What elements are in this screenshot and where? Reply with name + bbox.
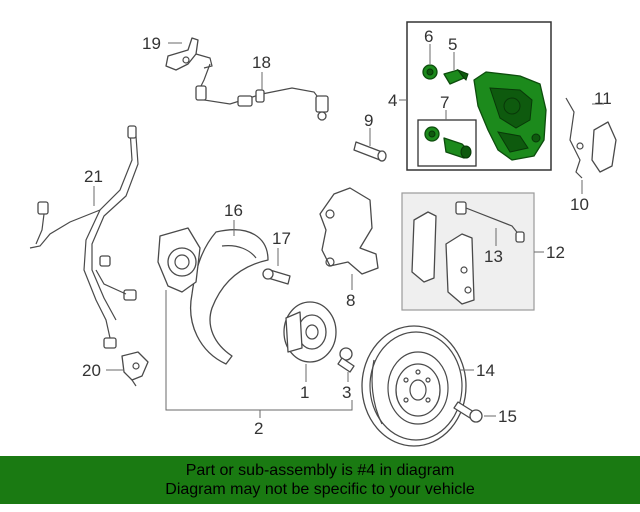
callout-4: 4 — [388, 91, 397, 110]
part-19-bracket[interactable] — [165, 37, 213, 71]
part-14-brake-rotor[interactable] — [361, 325, 467, 447]
part-18-brake-hose[interactable] — [195, 63, 329, 121]
part-7-seal-kit[interactable] — [424, 126, 472, 159]
part-11-pad-clip[interactable] — [565, 97, 617, 179]
callout-20: 20 — [82, 361, 101, 380]
callout-3: 3 — [342, 383, 351, 402]
callout-13: 13 — [484, 247, 503, 266]
callout-10: 10 — [570, 195, 589, 214]
part-7-box — [417, 119, 477, 167]
part-1-wheel-hub[interactable] — [283, 301, 337, 363]
part-6-bleeder-cap[interactable] — [422, 64, 438, 80]
callout-14: 14 — [476, 361, 495, 380]
callout-17: 17 — [272, 229, 291, 248]
banner-line-1: Part or sub-assembly is #4 in diagram — [185, 462, 455, 479]
callout-11: 11 — [594, 89, 612, 108]
callout-21: 21 — [84, 167, 103, 186]
callout-16: 16 — [224, 201, 243, 220]
callout-18: 18 — [252, 53, 271, 72]
callout-2: 2 — [254, 419, 263, 438]
part-3-hub-bolt[interactable] — [337, 347, 355, 373]
part-15-rotor-screw[interactable] — [453, 401, 483, 423]
part-9-guide-pin[interactable] — [353, 141, 387, 162]
callout-6: 6 — [424, 27, 433, 46]
callout-15: 15 — [498, 407, 517, 426]
part-4-caliper[interactable] — [473, 71, 547, 161]
brake-parts-diagram: 19 18 9 4 6 5 7 — [29, 21, 617, 447]
callout-8: 8 — [346, 291, 355, 310]
callout-9: 9 — [364, 111, 373, 130]
part-21-wiring-harness[interactable] — [29, 125, 139, 349]
part-20-speed-sensor[interactable] — [121, 351, 149, 387]
part-5-bleeder-screw[interactable] — [443, 68, 469, 85]
callout-7: 7 — [440, 93, 449, 112]
banner-line-2: Diagram may not be specific to your vehi… — [165, 481, 475, 498]
part-8-caliper-bracket[interactable] — [319, 187, 379, 275]
part-4-assembly-box — [406, 21, 552, 171]
part-12-brake-pads[interactable] — [411, 211, 475, 305]
part-16-splash-shield[interactable] — [190, 229, 269, 365]
callout-19: 19 — [142, 34, 161, 53]
part-17-bolt[interactable] — [262, 268, 291, 285]
callout-12: 12 — [546, 243, 565, 262]
steering-knuckle — [157, 227, 201, 293]
callout-1: 1 — [300, 383, 309, 402]
info-banner: Part or sub-assembly is #4 in diagram Di… — [0, 456, 640, 504]
callout-5: 5 — [448, 35, 457, 54]
callout-2-leader — [165, 290, 353, 411]
part-13-wear-sensor[interactable] — [455, 201, 525, 243]
